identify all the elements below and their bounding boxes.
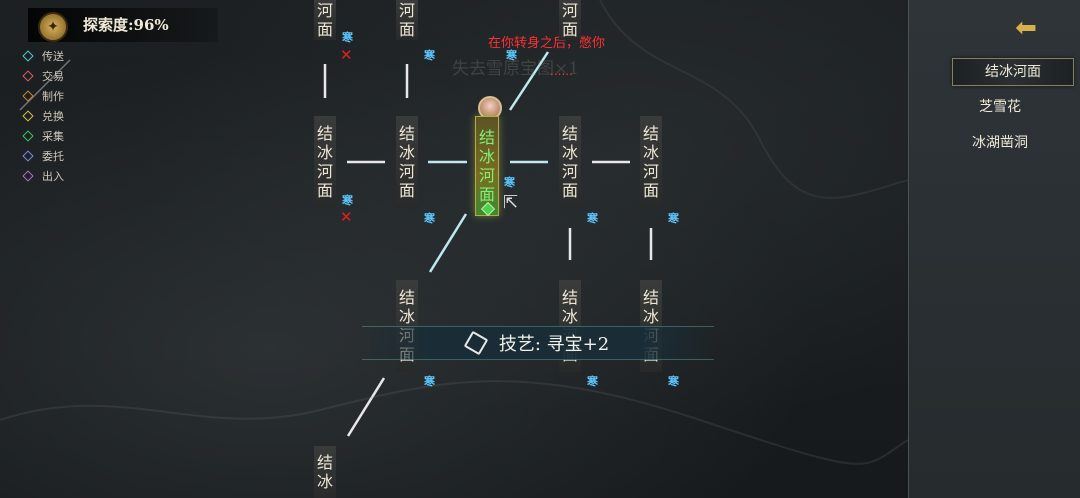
diamond-icon bbox=[22, 50, 34, 62]
cold-marker: 寒 bbox=[342, 31, 353, 44]
node-char: 面 bbox=[398, 20, 415, 39]
map-node-top-3[interactable]: 河面 bbox=[559, 0, 581, 40]
node-char: 冰 bbox=[561, 307, 578, 326]
map-background bbox=[0, 0, 908, 498]
node-char: 结 bbox=[642, 288, 659, 307]
toast-text: 技艺: 寻宝+2 bbox=[498, 334, 610, 355]
exploration-value: 96% bbox=[133, 16, 169, 34]
legend-item-gather[interactable]: 采集 bbox=[22, 126, 64, 146]
node-char: 结 bbox=[316, 124, 333, 143]
faded-reward-text: 失去雪原宝图×1 bbox=[452, 59, 580, 79]
legend-label: 制作 bbox=[42, 90, 64, 103]
node-char: 结 bbox=[561, 288, 578, 307]
legend-item-trade[interactable]: 交易 bbox=[22, 66, 64, 86]
node-char: 河 bbox=[398, 162, 415, 181]
legend-label: 采集 bbox=[42, 130, 64, 143]
legend-label: 兑换 bbox=[42, 110, 64, 123]
node-char: 结 bbox=[316, 453, 333, 472]
cold-marker: 寒 bbox=[668, 212, 679, 225]
node-char: 结 bbox=[561, 124, 578, 143]
node-char: 面 bbox=[642, 181, 659, 200]
node-char: 冰 bbox=[478, 147, 495, 166]
node-char: 面 bbox=[398, 181, 415, 200]
skill-gain-toast: 技艺: 寻宝+2 bbox=[362, 326, 714, 360]
cold-marker: 寒 bbox=[587, 375, 598, 388]
location-item-snow-flower[interactable]: 芝雪花 bbox=[940, 94, 1060, 120]
node-char: 结 bbox=[642, 124, 659, 143]
map-node-mid-4[interactable]: 结冰河面 bbox=[559, 116, 581, 208]
legend-label: 委托 bbox=[42, 150, 64, 163]
legend-label: 传送 bbox=[42, 50, 64, 63]
legend-item-entry[interactable]: 出入 bbox=[22, 166, 64, 186]
cold-marker: 寒 bbox=[424, 375, 435, 388]
cold-marker: 寒 bbox=[424, 212, 435, 225]
diamond-icon bbox=[22, 150, 34, 162]
diamond-icon bbox=[22, 90, 34, 102]
node-char: 河 bbox=[316, 162, 333, 181]
diamond-icon bbox=[22, 170, 34, 182]
cold-marker: 寒 bbox=[342, 194, 353, 207]
map-node-top-1[interactable]: 河面 bbox=[314, 0, 336, 40]
node-char: 河 bbox=[398, 1, 415, 20]
map-node-bottom[interactable]: 结冰 bbox=[314, 446, 336, 498]
node-char: 冰 bbox=[316, 143, 333, 162]
node-char: 冰 bbox=[642, 143, 659, 162]
legend-item-exchange[interactable]: 兑换 bbox=[22, 106, 64, 126]
node-char: 面 bbox=[561, 20, 578, 39]
node-char: 结 bbox=[398, 124, 415, 143]
node-char: 河 bbox=[561, 162, 578, 181]
exploration-emblem-icon: ✦ bbox=[38, 12, 68, 42]
node-char: 河 bbox=[642, 162, 659, 181]
legend-item-teleport[interactable]: 传送 bbox=[22, 46, 64, 66]
skill-icon bbox=[463, 330, 489, 356]
pointer-arrow-icon: ⇱ bbox=[503, 192, 519, 213]
node-char: 面 bbox=[561, 181, 578, 200]
legend-item-commission[interactable]: 委托 bbox=[22, 146, 64, 166]
legend-item-craft[interactable]: 制作 bbox=[22, 86, 64, 106]
map-node-mid-1[interactable]: 结冰河面 bbox=[314, 116, 336, 208]
node-char: 河 bbox=[478, 166, 495, 185]
location-item-ice-hole[interactable]: 冰湖凿洞 bbox=[940, 130, 1060, 156]
location-label: 冰湖凿洞 bbox=[972, 135, 1028, 151]
node-char: 结 bbox=[478, 128, 495, 147]
cold-marker: 寒 bbox=[504, 176, 515, 189]
legend-label: 出入 bbox=[42, 170, 64, 183]
x-mark-icon: ✕ bbox=[340, 46, 353, 64]
cold-marker: 寒 bbox=[424, 49, 435, 62]
cold-marker: 寒 bbox=[668, 375, 679, 388]
node-char: 冰 bbox=[316, 472, 333, 491]
map-path-lines bbox=[0, 0, 908, 465]
map-node-mid-5[interactable]: 结冰河面 bbox=[640, 116, 662, 208]
map-node-current[interactable]: 结冰河面 bbox=[475, 116, 499, 216]
diamond-icon bbox=[22, 70, 34, 82]
cold-marker: 寒 bbox=[587, 212, 598, 225]
node-char: 冰 bbox=[398, 143, 415, 162]
location-label: 芝雪花 bbox=[979, 99, 1021, 115]
location-item-frozen-river[interactable]: 结冰河面 bbox=[952, 58, 1074, 86]
node-char: 结 bbox=[398, 288, 415, 307]
map-node-top-2[interactable]: 河面 bbox=[396, 0, 418, 40]
x-mark-icon: ✕ bbox=[340, 208, 353, 226]
node-char: 面 bbox=[316, 181, 333, 200]
node-char: 面 bbox=[316, 20, 333, 39]
diamond-icon bbox=[22, 130, 34, 142]
node-char: 冰 bbox=[398, 307, 415, 326]
back-arrow-icon[interactable]: ⬅ bbox=[1015, 13, 1037, 43]
node-char: 河 bbox=[561, 1, 578, 20]
node-char: 冰 bbox=[642, 307, 659, 326]
location-label: 结冰河面 bbox=[985, 64, 1041, 80]
red-annotation-dots: ...... bbox=[550, 64, 573, 78]
legend-label: 交易 bbox=[42, 70, 64, 83]
exploration-progress: 探索度:96% bbox=[83, 14, 169, 35]
cold-marker: 寒 bbox=[506, 49, 517, 62]
diamond-icon bbox=[22, 110, 34, 122]
map-node-mid-2[interactable]: 结冰河面 bbox=[396, 116, 418, 208]
node-char: 面 bbox=[478, 185, 495, 204]
map-legend: 传送 交易 制作 兑换 采集 委托 出入 bbox=[22, 46, 64, 186]
node-char: 冰 bbox=[561, 143, 578, 162]
node-char: 河 bbox=[316, 1, 333, 20]
exploration-label: 探索度: bbox=[83, 16, 134, 34]
